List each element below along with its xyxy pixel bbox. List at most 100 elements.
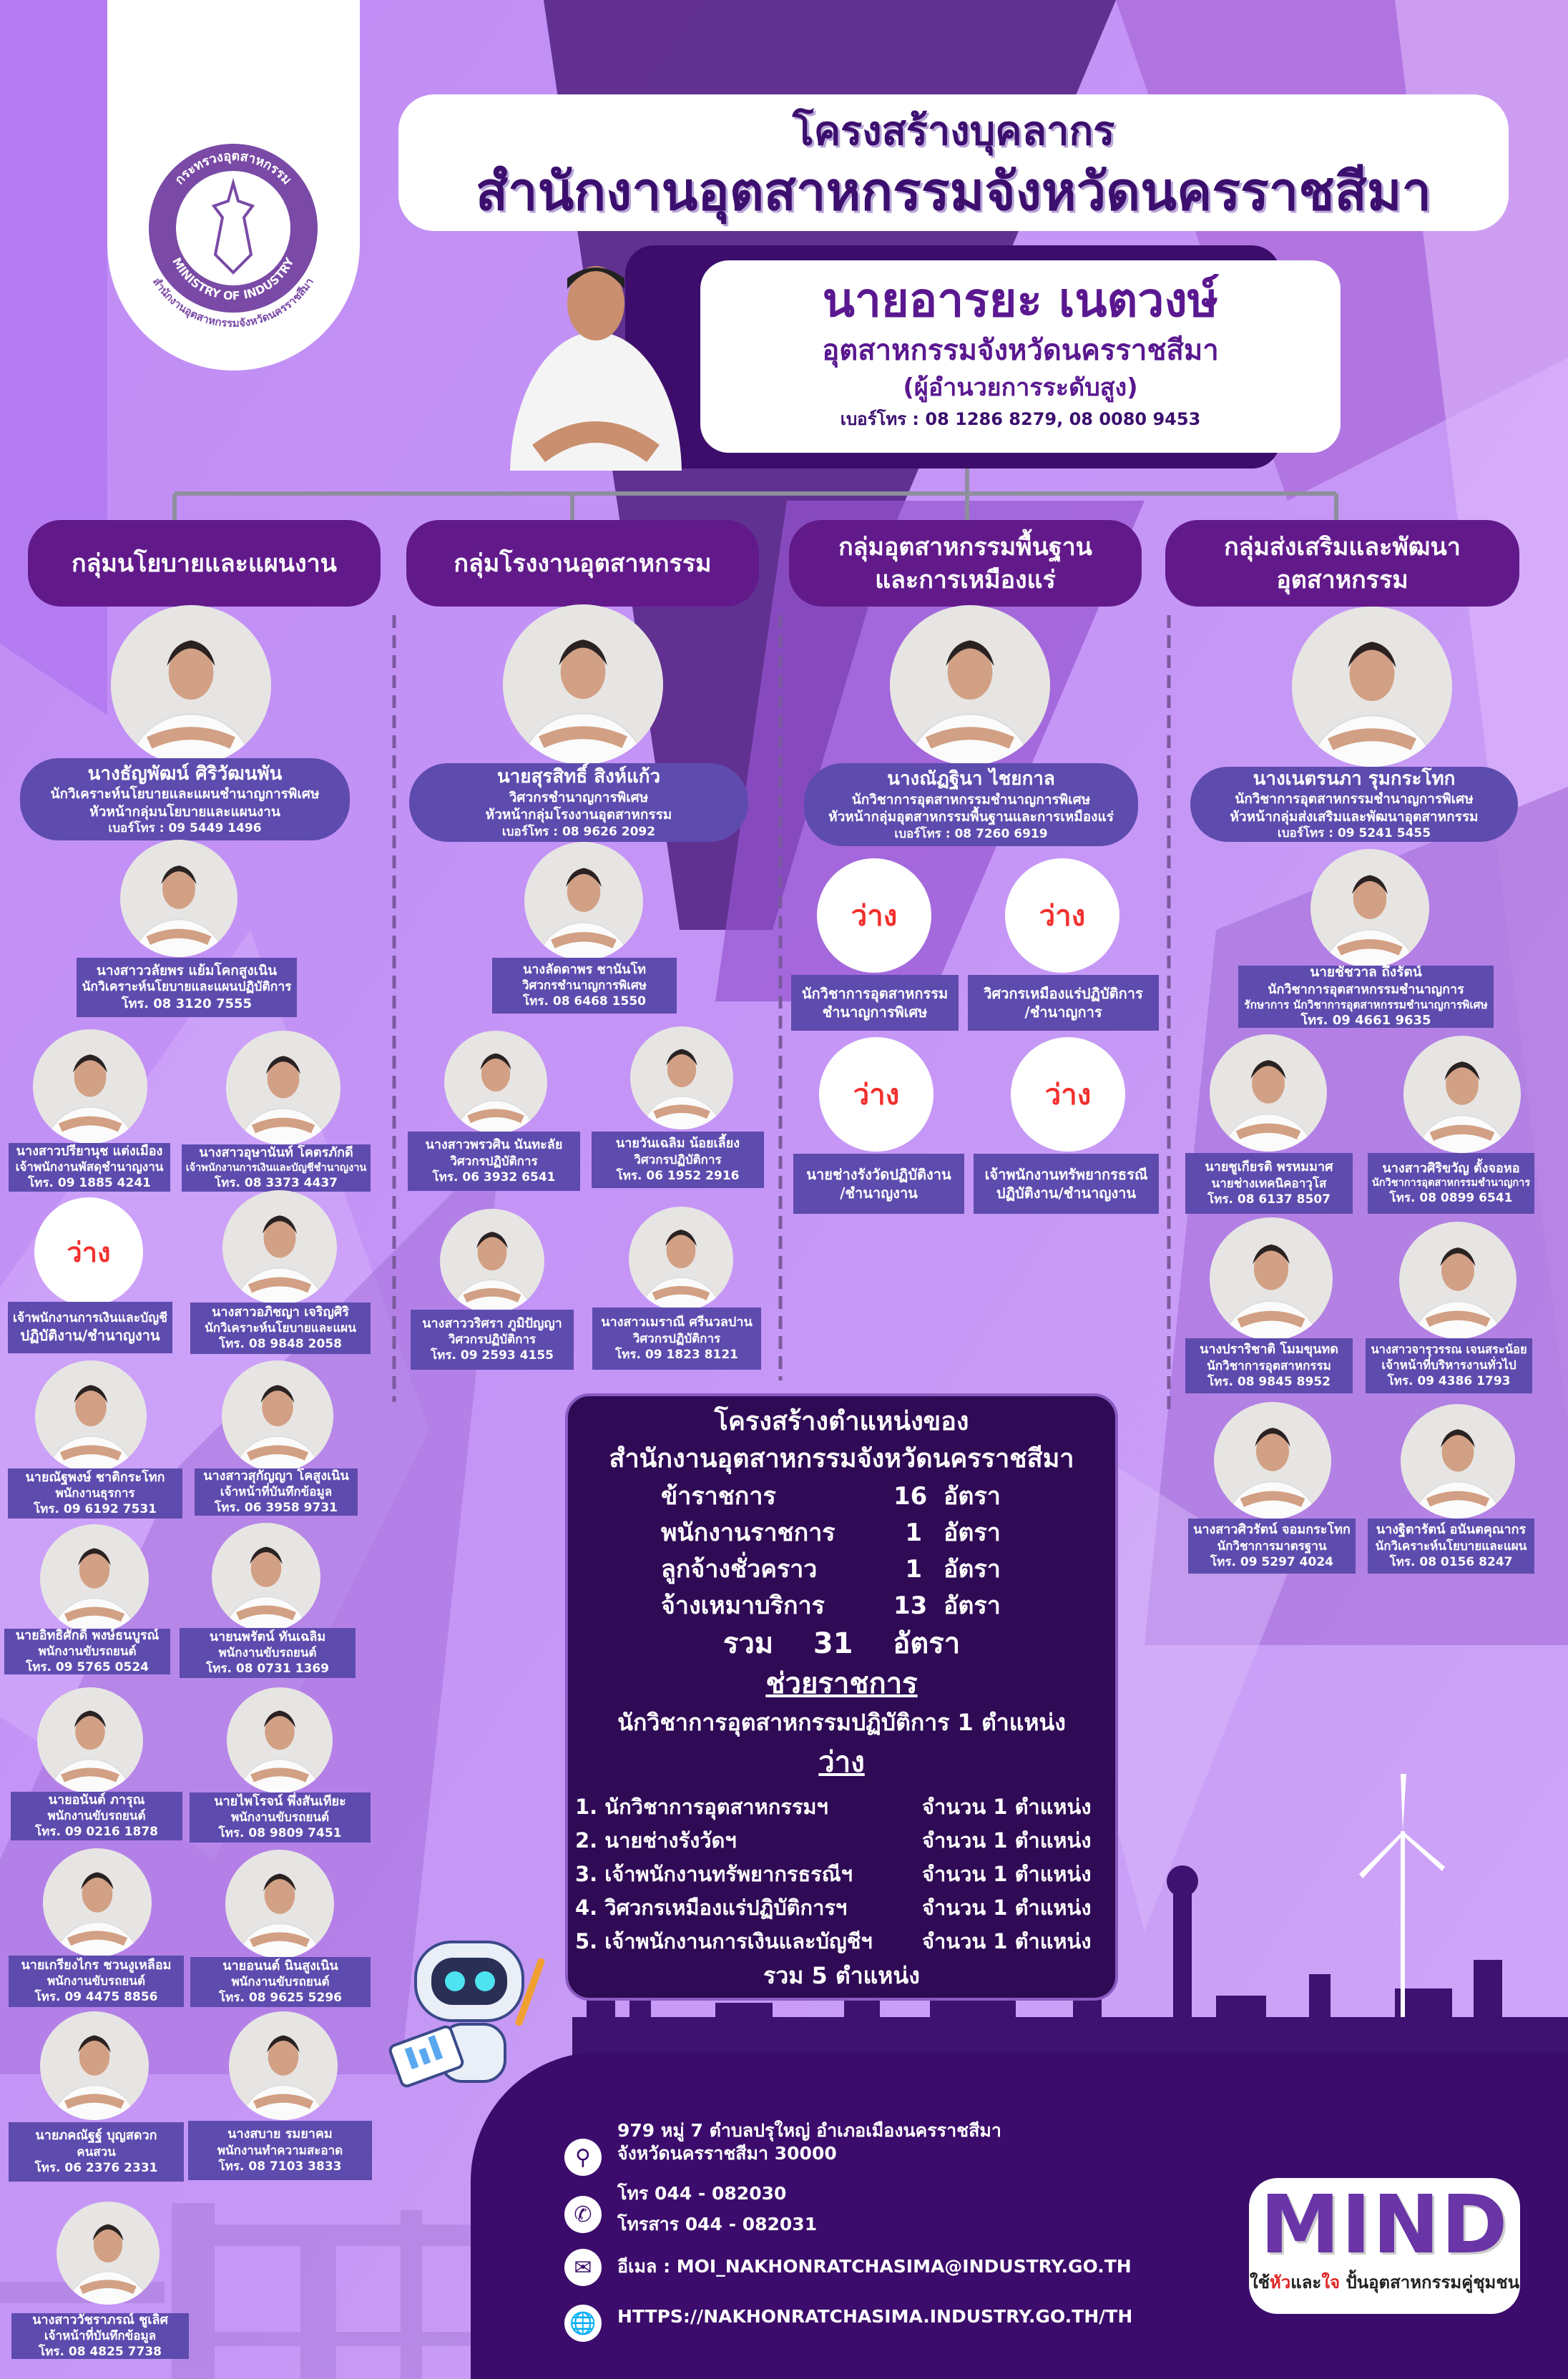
staff-phone: โทร. 08 6137 8507 (1207, 1192, 1331, 1207)
staff-photo (57, 2202, 160, 2305)
staff-photo (1399, 1222, 1516, 1339)
staff-card: นางสบาย รมยาคมพนักงานทำความสะอาดโทร. 08 … (188, 2121, 372, 2180)
staff-position: นักวิเคราะห์นโยบายและแผน (205, 1321, 356, 1336)
director-phone: เบอร์โทร : 08 1286 8279, 08 0080 9453 (840, 409, 1201, 429)
staff-phone: โทร. 08 0899 6541 (1389, 1191, 1513, 1206)
person-silhouette-icon (44, 1054, 136, 1144)
tagline-part: ใช้ (1249, 2272, 1270, 2292)
staff-name: นางสาวจารุวรรณ เจนสระน้อย (1371, 1343, 1527, 1357)
staff-card: นายอนันต์ ภารุณพนักงานขับรถยนต์โทร. 09 0… (11, 1792, 182, 1840)
staff-phone: โทร. 08 3120 7555 (121, 996, 253, 1012)
page-title-line2: สำนักงานอุตสาหกรรมจังหวัดนครราชสีมา (475, 161, 1432, 222)
staff-photo (35, 1360, 147, 1472)
person-silhouette-icon (1308, 642, 1436, 767)
staff-position: พนักงานขับรถยนต์ (218, 1646, 317, 1661)
staff-card: นางสาวอุษานันท์ โคตรภักดีเจ้าพนักงานการเ… (182, 1144, 371, 1192)
column-dividers (392, 615, 1171, 1416)
staff-name: นางธัญพัฒน์ ศิริวัฒนพัน (87, 762, 283, 785)
group-header-factories: กลุ่มโรงงานอุตสาหกรรม (406, 520, 759, 607)
vacant-item-label: 2. นายช่างรังวัดฯ (575, 1828, 737, 1853)
group-head-card: นางเนตรนภา รุมกระโทกนักวิชาการอุตสาหกรรม… (1190, 767, 1518, 842)
vacant-item-count: จำนวน 1 ตำแหน่ง (922, 1929, 1092, 1953)
vacant-position-title: เจ้าพนักงานทรัพยากรธรณี (984, 1166, 1148, 1183)
summary-row-unit: อัตรา (944, 1519, 1001, 1547)
summary-title-line1: โครงสร้างตำแหน่งของ (714, 1407, 969, 1436)
staff-name: นางสาววัชราภรณ์ ชูเลิศ (32, 2313, 168, 2328)
email-link[interactable]: อีเมล : MOI_NAKHONRATCHASIMA@INDUSTRY.GO… (617, 2256, 1132, 2277)
staff-card: นางสาวศิริขวัญ ตั้งจอหอนักวิชาการอุตสาหก… (1368, 1153, 1534, 1214)
vacant-item-label: 1. นักวิชาการอุตสาหกรรมฯ (575, 1795, 828, 1819)
staff-photo (440, 1209, 544, 1313)
person-silhouette-icon (237, 1710, 322, 1793)
staff-card: นางสาววัชราภรณ์ ชูเลิศเจ้าหน้าที่บันทึกข… (11, 2313, 189, 2359)
person-silhouette-icon (236, 1873, 323, 1958)
staff-name: นางเนตรนภา รุมกระโทก (1253, 767, 1456, 790)
staff-photo (229, 2011, 338, 2120)
ministry-of-industry-seal-logo: กระทรวงอุตสาหกรรม MINISTRY OF INDUSTRY ส… (149, 144, 318, 330)
staff-phone: โทร. 06 2376 2331 (34, 2160, 158, 2175)
staff-photo (212, 1523, 320, 1632)
staff-phone: โทร. 08 9845 8952 (1207, 1374, 1331, 1389)
staff-card: นายอิทธิศักดิ์ พงษ์ธนบูรณ์พนักงานขับรถยน… (4, 1629, 170, 1674)
staff-name: นายสุรสิทธิ์ สิงห์แก้ว (496, 766, 661, 788)
staff-position: นักวิชาการอุตสาหกรรม (1207, 1358, 1331, 1373)
vacant-label: ว่าง (1044, 1079, 1092, 1112)
staff-card: นางสาวพรวศิน นันทะลัยวิศวกรปฏิบัติการโทร… (408, 1132, 580, 1191)
staff-position: เจ้าพนักงานพัสดุชำนาญงาน (15, 1160, 164, 1175)
person-silhouette-icon (240, 2035, 327, 2120)
staff-position: พนักงานขับรถยนต์ (46, 1974, 146, 1989)
staff-phone: โทร. 06 1952 2916 (616, 1168, 740, 1183)
vacant-position-card: นักวิชาการอุตสาหกรรมชำนาญการพิเศษ (791, 975, 959, 1031)
staff-phone: โทร. 09 6192 7531 (34, 1502, 157, 1517)
vacant-label: ว่าง (851, 900, 898, 933)
person-silhouette-icon (233, 1385, 322, 1472)
staff-position: พนักงานขับรถยนต์ (38, 1644, 137, 1659)
staff-position: พนักงานขับรถยนต์ (230, 1810, 330, 1825)
staff-phone: เบอร์โทร : 08 7260 6919 (894, 826, 1048, 841)
staff-phone: โทร. 08 9809 7451 (218, 1826, 342, 1841)
group-head-card: นายสุรสิทธิ์ สิงห์แก้ววิศวกรชำนาญการพิเศ… (409, 763, 748, 842)
summary-row-count: 1 (905, 1555, 922, 1584)
vacant-position-circle: ว่าง (817, 858, 931, 973)
vacant-position-title: /ชำนาญงาน (840, 1184, 918, 1202)
summary-row-unit: อัตรา (944, 1482, 1001, 1511)
website-link[interactable]: HTTPS://NAKHONRATCHASIMA.INDUSTRY.GO.TH/… (617, 2306, 1133, 2327)
staff-position: นายช่างเทคนิคอาวุโส (1211, 1176, 1327, 1191)
staff-name: นางณัฏฐินา ไชยกาล (887, 768, 1055, 790)
staff-name: นางสาวเมราณี ศรีนวลปาน (601, 1315, 753, 1330)
vacant-label: ว่าง (1039, 900, 1086, 933)
staff-phone: โทร. 09 1823 8121 (615, 1347, 738, 1362)
staff-position: นักวิชาการอุตสาหกรรมชำนาญการ (1371, 1177, 1531, 1190)
vacant-position-title: นายช่างรังวัดปฏิบัติงาน (806, 1166, 951, 1183)
staff-photo (40, 1524, 149, 1633)
staff-position: เจ้าหน้าที่บันทึกข้อมูล (220, 1485, 333, 1500)
staff-photo (1292, 607, 1452, 767)
person-silhouette-icon (519, 639, 647, 765)
person-silhouette-icon (536, 868, 631, 961)
staff-phone: โทร. 09 4661 9635 (1300, 1013, 1431, 1028)
deity-emblem-icon (211, 177, 255, 275)
staff-name: นายชูเกียรติ พรหมมาศ (1205, 1159, 1333, 1175)
staff-position: นักวิเคราะห์นโยบายและแผนชำนาญการพิเศษ (50, 786, 320, 803)
staff-photo (1210, 1034, 1327, 1152)
staff-position: นักวิชาการอุตสาหกรรมชำนาญการพิเศษ (1235, 791, 1474, 808)
vacant-position-title: ปฏิบัติงาน/ชำนาญงาน (996, 1184, 1137, 1202)
staff-card: นางฐิตารัตน์ อนันตคุณากรนักวิเคราะห์นโยบ… (1368, 1519, 1534, 1574)
person-silhouette-icon (54, 1872, 141, 1957)
tagline-part-highlight: ใจ (1321, 2272, 1341, 2292)
vacant-label: ว่าง (67, 1236, 111, 1268)
vacant-position-title: วิศวกรเหมืองแร่ปฏิบัติการ (984, 985, 1143, 1002)
director-position: อุตสาหกรรมจังหวัดนครราชสีมา (822, 334, 1219, 367)
staff-name: นางลัดดาพร ชานันโท (523, 961, 646, 977)
summary-total: รวม 31 อัตรา (568, 1628, 1115, 1659)
staff-position: นักวิชาการอุตสาหกรรมชำนาญการ (1268, 981, 1464, 997)
staff-position: นักวิเคราะห์นโยบายและแผน (1375, 1539, 1527, 1554)
globe-icon: 🌐 (564, 2305, 602, 2342)
staff-card: นายชูเกียรติ พรหมมาศนายช่างเทคนิคอาวุโสโ… (1185, 1153, 1353, 1214)
staff-position: หัวหน้ากลุ่มโรงงานอุตสาหกรรม (485, 807, 672, 823)
staff-card: นายวันเฉลิม น้อยเลี้ยงวิศวกรปฏิบัติการโท… (592, 1132, 764, 1188)
staff-card: นางลัดดาพร ชานันโทวิศวกรชำนาญการพิเศษโทร… (492, 958, 677, 1014)
vacant-item-count: จำนวน 1 ตำแหน่ง (922, 1862, 1092, 1886)
tagline-part: ปั้นอุตสาหกรรมคู่ชุมชน (1340, 2272, 1520, 2292)
staff-card: นางสาวปรียานุช แต่งเมืองเจ้าพนักงานพัสดุ… (9, 1143, 170, 1192)
